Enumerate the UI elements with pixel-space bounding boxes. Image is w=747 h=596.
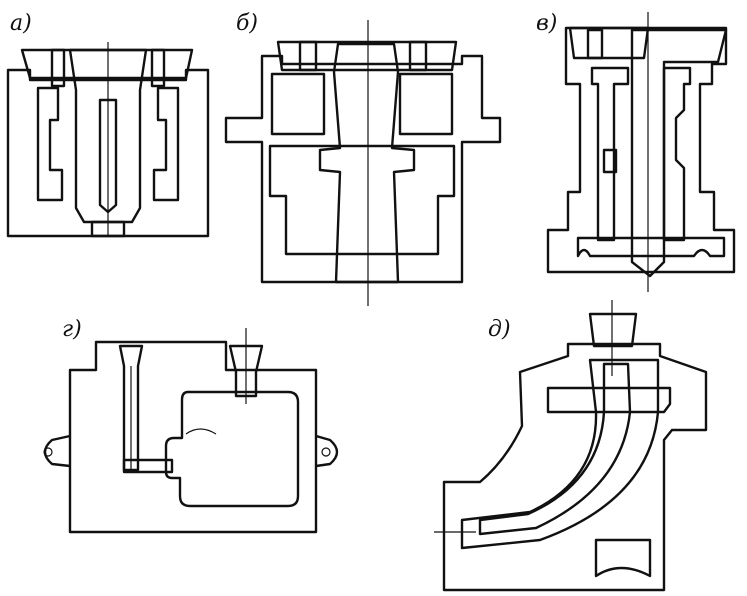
panel-v-side-slot <box>602 148 618 174</box>
panel-d-pipe-cavity <box>460 358 660 550</box>
panel-v-right-cavity <box>662 66 692 242</box>
panel-g-riser <box>228 344 264 398</box>
panel-g-lug-hole-right <box>321 447 331 457</box>
panel-a-bottom-vent <box>90 220 126 238</box>
panel-b-mold-section: б) <box>224 11 502 306</box>
panel-v-left-cavity <box>590 66 630 242</box>
panel-a-mold-section: а) <box>6 11 210 238</box>
panel-v-bottom-cavity <box>576 236 726 258</box>
panel-a-central-slot <box>98 98 118 214</box>
panel-d-riser <box>588 312 638 348</box>
panel-b-print-vent-right <box>408 40 428 72</box>
panel-b-label: б) <box>236 11 258 36</box>
panel-d-label: д) <box>488 317 511 342</box>
panel-v-core-print <box>568 26 650 60</box>
panel-b-upper-right-cavity <box>398 72 454 136</box>
panel-b-middle-cavity <box>268 144 456 256</box>
panel-a-flask-body <box>6 68 210 238</box>
panel-d-bottom-cavity <box>594 538 652 578</box>
panel-d-upper-cavity <box>546 386 672 414</box>
panel-a-vent-left <box>50 48 66 88</box>
panel-b-core-print <box>276 40 458 72</box>
panel-g-flask-outline <box>68 340 318 534</box>
panel-b-sand-core <box>318 42 416 284</box>
panel-g-inner-bore <box>185 428 217 435</box>
panel-a-vent-right <box>150 48 166 88</box>
panel-a-left-cavity <box>36 86 64 202</box>
panel-g-sprue <box>118 344 144 472</box>
panel-v-label: в) <box>536 11 557 36</box>
panel-a-label: а) <box>10 11 32 36</box>
panel-d-mold-section: д) <box>434 300 708 592</box>
panel-b-flask-body <box>224 54 502 284</box>
panel-g-mold-plan: г) <box>43 317 339 534</box>
panel-a-right-cavity <box>152 86 180 202</box>
panel-v-mold-section: в) <box>536 11 736 292</box>
panel-a-core-print <box>20 48 194 80</box>
panel-g-lug-hole-left <box>43 447 53 457</box>
panel-b-print-vent-left <box>298 40 318 72</box>
panel-g-label: г) <box>62 317 82 342</box>
panel-d-sand-core <box>478 362 632 536</box>
panel-a-core <box>68 48 148 224</box>
panel-g-lug-left <box>43 434 71 468</box>
panel-g-runner <box>122 458 174 474</box>
panel-v-print-vent <box>586 28 604 60</box>
panel-g-lug-right <box>315 434 339 468</box>
panel-g-casting-cavity <box>164 390 300 508</box>
panel-d-flask-body <box>442 342 708 592</box>
panel-v-sand-core <box>630 28 728 278</box>
panel-b-upper-left-cavity <box>270 72 326 136</box>
panel-v-flask-body <box>546 26 736 274</box>
